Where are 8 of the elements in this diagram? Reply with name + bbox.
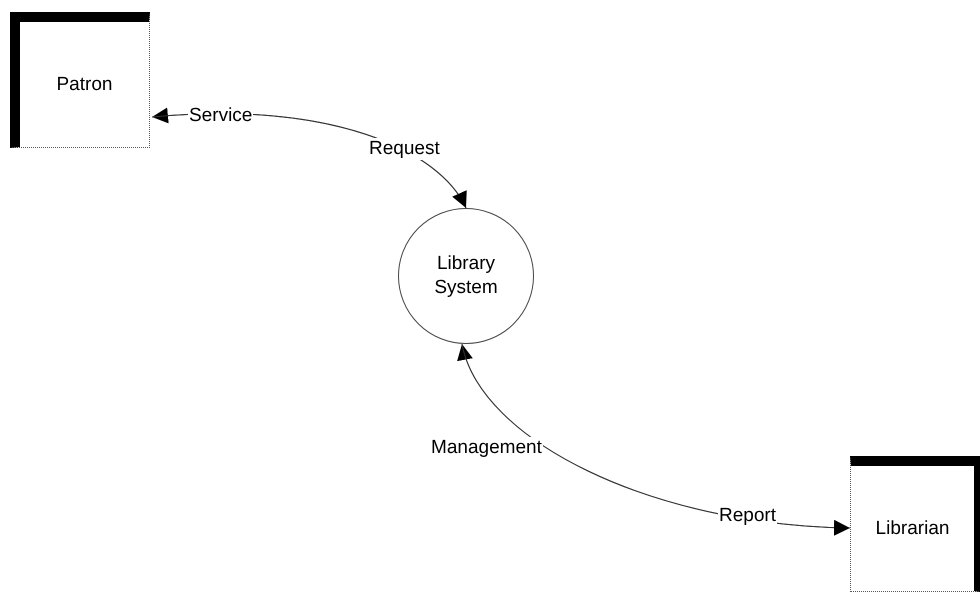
edge-label: Management	[430, 437, 543, 459]
node-label: Patron	[56, 72, 112, 96]
node-label: Library System	[433, 252, 499, 300]
node-label: Librarian	[876, 516, 950, 540]
edge-label: Request	[368, 138, 441, 160]
entity-box	[10, 12, 150, 148]
entity-box	[850, 456, 980, 592]
edge-label: Report	[718, 505, 778, 527]
